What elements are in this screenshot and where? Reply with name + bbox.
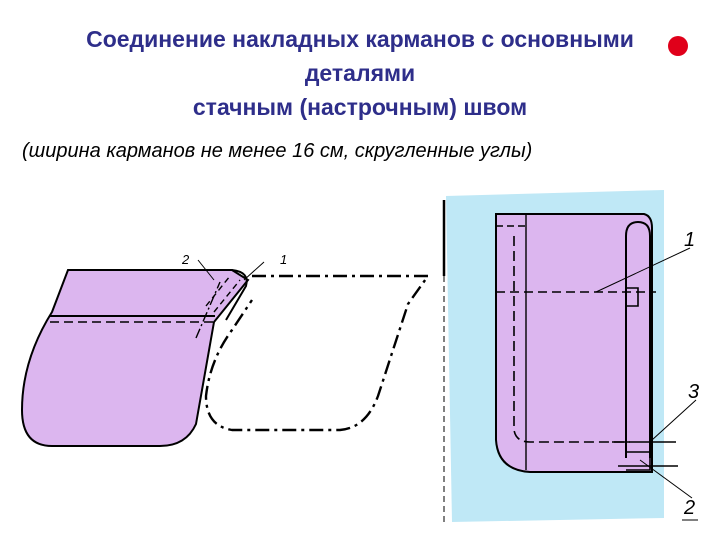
red-marker-dot — [668, 36, 688, 56]
title-line-1: Соединение накладных карманов с основным… — [86, 26, 634, 52]
right-leader-3 — [651, 399, 697, 441]
left-leader-2 — [197, 259, 215, 281]
left-pocket-body — [20, 269, 250, 447]
right-callout-1: 1 — [684, 229, 695, 251]
right-pocket — [495, 213, 678, 473]
slide-title: Соединение накладных карманов с основным… — [0, 22, 720, 124]
left-leader-1 — [243, 261, 265, 281]
left-callout-1: 1 — [280, 252, 287, 267]
title-line-3: стачным (настрочным) швом — [192, 94, 528, 120]
left-garment-outline — [204, 274, 431, 432]
right-leader-1 — [595, 247, 691, 293]
right-leader-2 — [639, 459, 693, 499]
title-line-2: деталями — [304, 60, 416, 86]
left-pocket — [20, 269, 250, 447]
left-callout-2: 2 — [181, 252, 190, 267]
subtitle: (ширина карманов не менее 16 см, скругле… — [22, 140, 533, 162]
right-callout-2: 2 — [683, 497, 695, 519]
right-callout-3: 3 — [688, 381, 699, 403]
